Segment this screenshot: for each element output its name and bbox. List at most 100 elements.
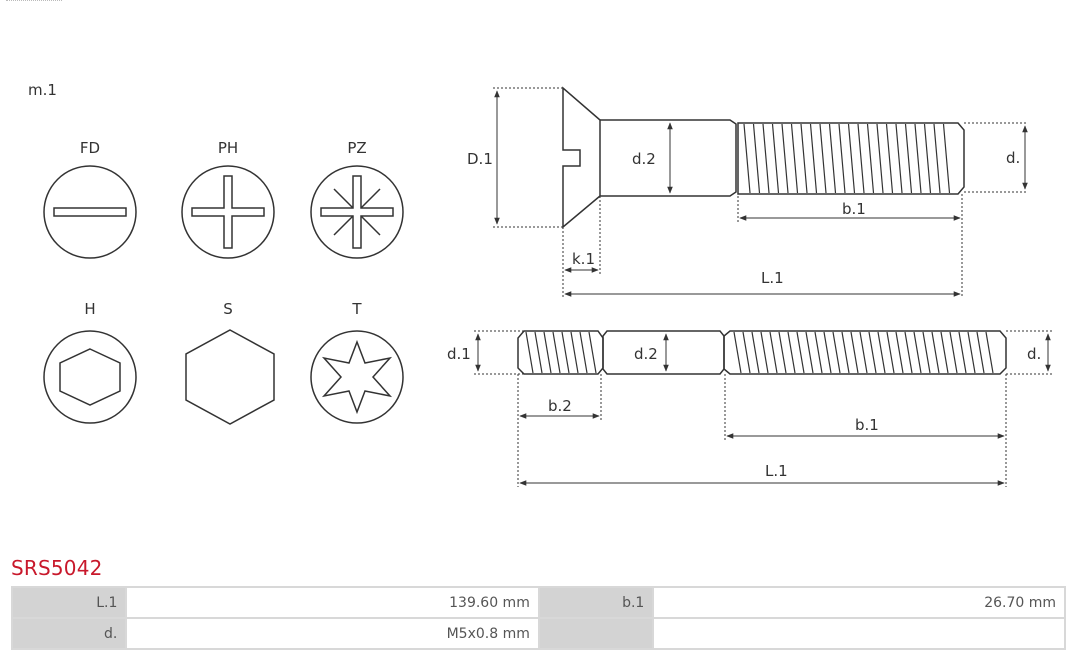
spec-table: L.1 139.60 mm b.1 26.70 mm d. M5x0.8 mm <box>11 586 1066 650</box>
thread-line <box>570 331 579 374</box>
thread-line <box>760 331 769 374</box>
thread-line <box>762 123 770 194</box>
pozidriv-drive-icon <box>310 165 404 259</box>
hex-head-icon <box>185 329 275 425</box>
thread-line <box>885 123 894 194</box>
thread-line <box>933 123 941 194</box>
thread-line <box>561 331 570 374</box>
dim-label-shank-diameter: d.2 <box>632 150 656 168</box>
spec-value: M5x0.8 mm <box>127 619 538 648</box>
thread-line <box>895 123 903 194</box>
product-code: SRS5042 <box>11 556 103 580</box>
thread-line <box>771 123 780 194</box>
thread-line <box>588 331 597 374</box>
spec-label: d. <box>13 619 126 648</box>
drive-label-s: S <box>223 300 233 318</box>
thread-line <box>769 331 778 374</box>
dim-label-thread-length: b.1 <box>842 200 866 218</box>
thread-line <box>819 123 827 194</box>
thread-line <box>787 331 796 374</box>
thread-line <box>940 331 949 374</box>
thread-line <box>886 331 895 374</box>
dim-label-head-diameter: D.1 <box>467 150 493 168</box>
dim-label-stud-thread-length: b.1 <box>855 416 879 434</box>
thread-line <box>866 123 875 194</box>
thread-line <box>967 331 976 374</box>
thread-line <box>877 331 886 374</box>
thread-line <box>913 331 922 374</box>
thread-line <box>733 331 742 374</box>
thread-line <box>832 331 841 374</box>
drive-label-pz: PZ <box>347 139 366 157</box>
spec-label <box>539 619 653 648</box>
table-row: L.1 139.60 mm b.1 26.70 mm <box>13 588 1064 617</box>
view-label: m.1 <box>28 81 57 99</box>
table-row: d. M5x0.8 mm <box>13 619 1064 648</box>
thread-line <box>790 123 799 194</box>
stud-thread-lines <box>525 331 994 374</box>
phillips-drive-icon <box>181 165 275 259</box>
thread-line <box>800 123 808 194</box>
spec-value: 139.60 mm <box>127 588 538 617</box>
thread-line <box>904 331 913 374</box>
thread-line <box>828 123 837 194</box>
thread-line <box>814 331 823 374</box>
thread-line <box>985 331 994 374</box>
torx-drive-icon <box>310 330 404 424</box>
thread-line <box>949 331 958 374</box>
dim-label-stud-thread-diameter: d. <box>1027 345 1041 363</box>
thread-line <box>752 123 761 194</box>
flat-slot-drive-icon <box>43 165 137 259</box>
thread-line <box>914 123 922 194</box>
dim-label-end-thread-length: b.2 <box>548 397 572 415</box>
thread-line <box>895 331 904 374</box>
thread-line <box>543 331 552 374</box>
thread-line <box>525 331 534 374</box>
thread-line <box>942 123 951 194</box>
dim-label-thread-diameter: d. <box>1006 149 1020 167</box>
dim-label-end-thread-diameter: d.1 <box>447 345 471 363</box>
thread-line <box>923 123 932 194</box>
thread-line <box>958 331 967 374</box>
thread-line <box>809 123 818 194</box>
dim-label-stud-total-length: L.1 <box>765 462 788 480</box>
thread-line <box>931 331 940 374</box>
thread-line <box>742 331 751 374</box>
corner-mark <box>6 0 62 3</box>
stud-side-view: d.1 d.2 d. b.2 b.1 L.1 <box>447 330 1052 487</box>
screw-side-view: D.1 d.2 d. b.1 k.1 L.1 <box>467 86 1028 298</box>
thread-line <box>823 331 832 374</box>
drive-label-h: H <box>84 300 95 318</box>
thread-line <box>922 331 931 374</box>
screw-thread-lines <box>743 123 951 194</box>
hex-socket-drive-icon <box>43 330 137 424</box>
thread-line <box>751 331 760 374</box>
spec-value: 26.70 mm <box>654 588 1064 617</box>
thread-line <box>859 331 868 374</box>
thread-line <box>534 331 543 374</box>
dim-label-head-height: k.1 <box>572 250 595 268</box>
spec-label: L.1 <box>13 588 126 617</box>
thread-line <box>781 123 789 194</box>
spec-value <box>654 619 1064 648</box>
thread-line <box>743 123 751 194</box>
thread-line <box>976 331 985 374</box>
thread-line <box>868 331 877 374</box>
dim-label-middle-diameter: d.2 <box>634 345 658 363</box>
thread-line <box>579 331 588 374</box>
drive-type-labels: FD PH PZ H S T <box>80 139 367 318</box>
thread-line <box>805 331 814 374</box>
thread-line <box>841 331 850 374</box>
thread-line <box>850 331 859 374</box>
thread-line <box>778 331 787 374</box>
thread-line <box>904 123 913 194</box>
thread-line <box>796 331 805 374</box>
drive-label-fd: FD <box>80 139 100 157</box>
drive-types <box>43 165 404 425</box>
thread-line <box>552 331 561 374</box>
spec-label: b.1 <box>539 588 653 617</box>
drive-label-t: T <box>351 300 362 318</box>
thread-line <box>876 123 884 194</box>
thread-line <box>838 123 846 194</box>
dim-label-total-length: L.1 <box>761 269 784 287</box>
